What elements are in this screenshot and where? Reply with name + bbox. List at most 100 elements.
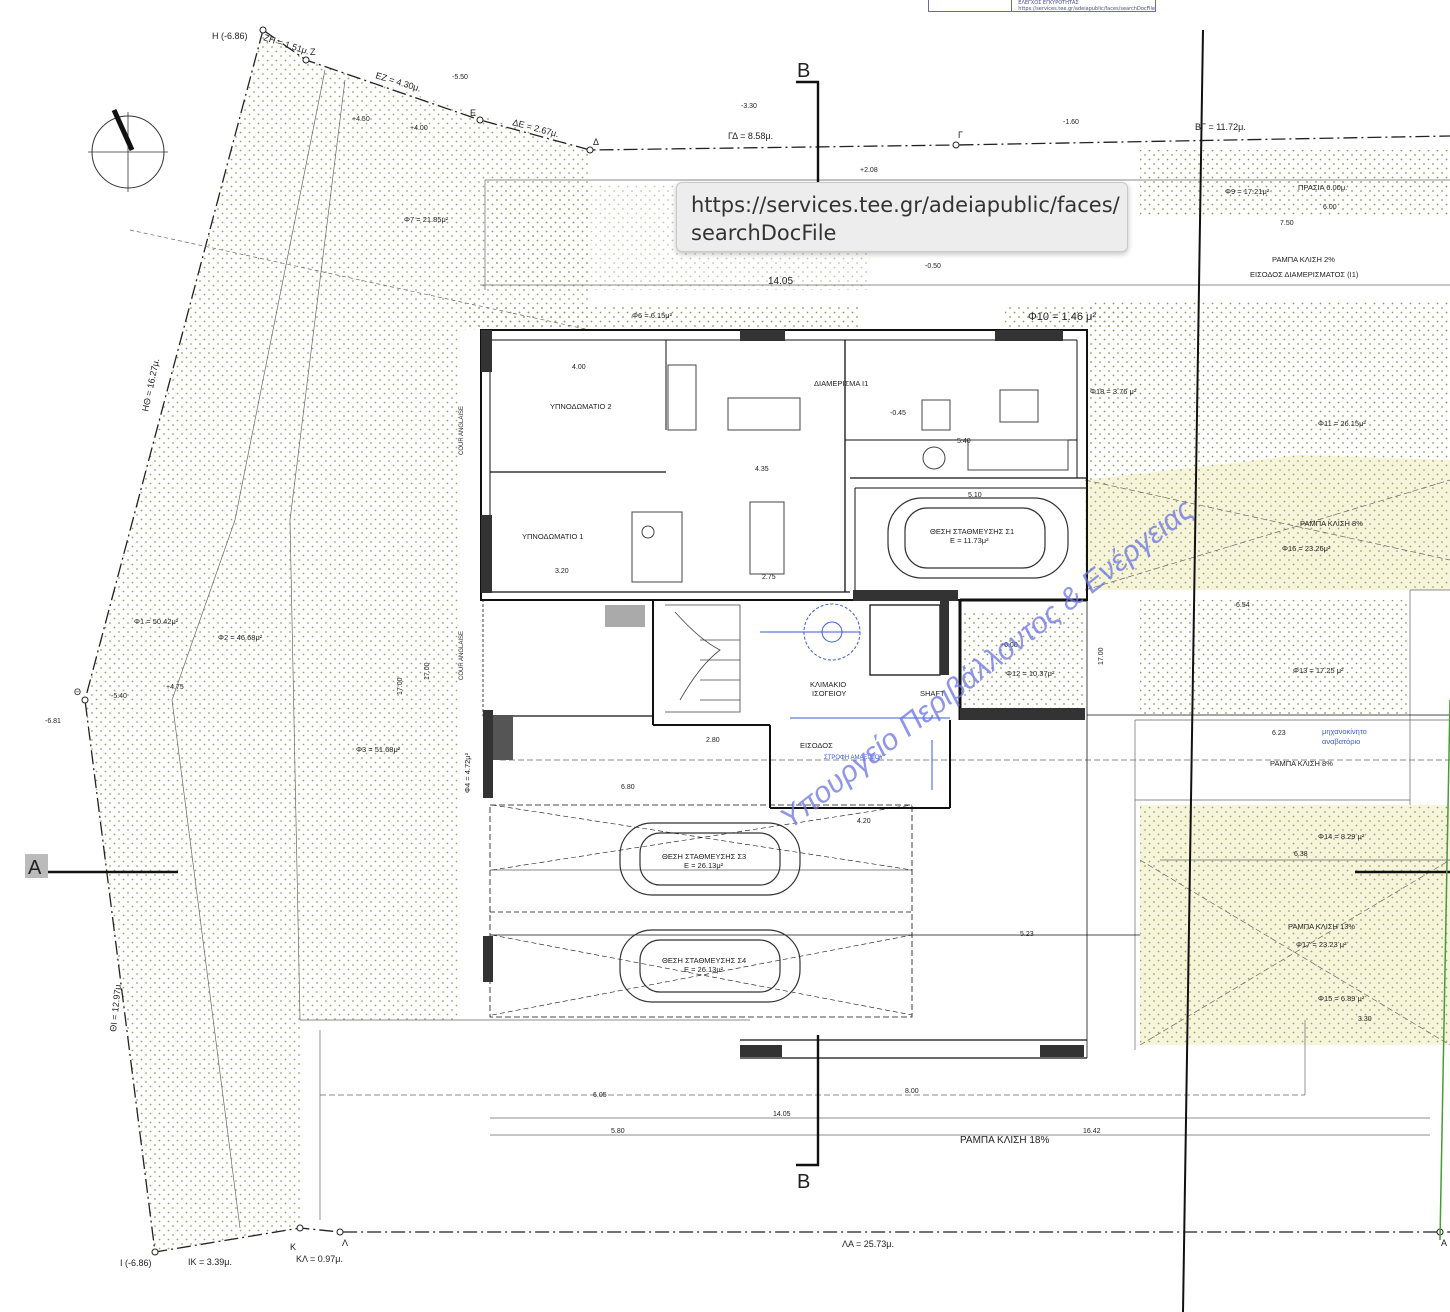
room-bedroom-2: ΥΠΝΟΔΩΜΑΤΙΟ 2: [550, 402, 612, 411]
area-f3: Φ3 = 51.68μ²: [356, 745, 401, 754]
tooltip-line-2: searchDocFile: [691, 221, 837, 245]
section-b-bottom: B: [797, 1171, 810, 1193]
label-ik: ΙΚ = 3.39μ.: [188, 1257, 232, 1267]
car-icon-s1: [887, 497, 1069, 579]
label-ramp-8a: ΡΑΜΠΑ ΚΛΙΣΗ 8%: [1300, 519, 1363, 528]
stamp-left-cell: [929, 0, 1013, 11]
room-bedroom-1: ΥΠΝΟΔΩΜΑΤΙΟ 1: [522, 532, 584, 541]
label-bg: ΒΓ = 11.72μ.: [1195, 122, 1246, 132]
kitchen-island: [727, 397, 801, 431]
label-court-2: COUR ANGLAISE: [459, 631, 465, 680]
coffee-table: [922, 446, 946, 470]
zone-f14: [1140, 805, 1450, 860]
green-edge-line: [1439, 699, 1450, 1241]
label-ramp-8b: ΡΑΜΠΑ ΚΛΙΣΗ 8%: [1270, 759, 1333, 768]
building-walls: [480, 329, 1450, 1059]
stamp-line-1: ΕΛΕΓΧΟΣ ΕΓΚΥΡΟΤΗΤΑΣ: [1018, 0, 1079, 6]
level-p000: +0.00: [1000, 642, 1018, 649]
dim-3-20: 3.20: [555, 568, 569, 575]
dining-table: [749, 501, 785, 575]
staircase: [665, 604, 741, 713]
dim-2-80: 2.80: [706, 737, 720, 744]
area-f15: Φ15 = 6.89 μ²: [1318, 994, 1365, 1003]
area-labels: Φ1 = 50.42μ² Φ2 = 46.68μ² Φ3 = 51.68μ² Φ…: [134, 187, 1366, 1003]
dim-17-00-a: 17.00: [397, 677, 404, 695]
section-letters: B B A: [25, 60, 810, 1193]
area-f13: Φ13 = 17.25 μ²: [1293, 666, 1344, 675]
label-a: Α: [1441, 1238, 1447, 1248]
zone-f12: [960, 612, 1085, 710]
bathroom: [631, 511, 683, 583]
label-i: Ι (-6.86): [120, 1258, 152, 1268]
dim-5-80: 5.80: [611, 1128, 625, 1135]
level-labels: -5.50 -3.30 -1.60 +4.50 +4.00 +2.08 -0.5…: [45, 74, 1079, 725]
car-icons: [619, 497, 1069, 1003]
label-lift-1: μηχανοκίνητο: [1322, 727, 1367, 736]
label-z: Ζ: [310, 47, 316, 57]
construction-lines: [129, 69, 1450, 1229]
zone-f6: [462, 305, 860, 328]
label-prasia: ΠΡΑΣΙΑ 6.00μ.: [1298, 183, 1347, 192]
kitchen-counter: [667, 364, 697, 431]
area-f12: Φ12 = 10.37μ²: [1006, 669, 1055, 678]
parking-s3: ΘΕΣΗ ΣΤΑΘΜΕΥΣΗΣ Σ3: [662, 852, 746, 861]
dim-7-50: 7.50: [1280, 220, 1294, 227]
level-m550: -5.50: [452, 74, 468, 81]
label-theta: Θ: [74, 687, 81, 697]
dim-6-23: 6.23: [1272, 730, 1286, 737]
area-f6: Φ6 = 6.15μ²: [632, 311, 673, 320]
parking-s1: ΘΕΣΗ ΣΤΑΘΜΕΥΣΗΣ Σ1: [930, 527, 1014, 536]
label-kl: ΚΛ = 0.97μ.: [296, 1254, 343, 1264]
area-f4: Φ4 = 4.72μ²: [463, 752, 472, 793]
dim-6-05: 6.05: [593, 1092, 607, 1099]
label-d: Δ: [593, 137, 599, 147]
level-m330: -3.30: [741, 103, 757, 110]
label-entry-apartment: ΕΙΣΟΔΟΣ ΔΙΑΜΕΡΙΣΜΑΤΟΣ (Ι1): [1250, 270, 1359, 279]
label-h: Η (-6.86): [212, 31, 248, 41]
label-lift-2: αναβατόριο: [1322, 737, 1360, 746]
level-p400: +4.00: [410, 125, 428, 132]
dim-3-30: 3.30: [1358, 1016, 1372, 1023]
tv-unit: [999, 389, 1039, 423]
dim-14-05-top: 14.05: [768, 276, 793, 287]
level-m045: -0.45: [890, 410, 906, 417]
car-icon-s3: [619, 822, 801, 896]
dim-14-05-bottom: 14.05: [773, 1111, 791, 1118]
area-f1: Φ1 = 50.42μ²: [134, 617, 179, 626]
sofa: [967, 439, 1069, 471]
zone-north-east: [1140, 150, 1450, 215]
label-lift-note: ΣΤΡΟΦΗ ΑΜΑΞΙΔΙΟΥ: [824, 755, 883, 761]
area-f9: Φ9 = 17.21μ²: [1225, 187, 1270, 196]
room-shaft: SHAFT: [920, 689, 945, 698]
level-m540: -5.40: [111, 693, 127, 700]
url-tooltip: https://services.tee.gr/adeiapublic/face…: [676, 182, 1128, 252]
dim-5-40: 5.40: [957, 438, 971, 445]
level-p450: +4.50: [352, 116, 370, 123]
label-thetai: ΘΙ = 12.97μ.: [108, 981, 123, 1032]
zone-f10: [1005, 305, 1135, 328]
dim-4-00: 4.00: [572, 364, 586, 371]
level-m681: -6.81: [45, 718, 61, 725]
parking-s3-area: Ε = 26.13μ²: [684, 861, 724, 870]
section-a-box: [25, 854, 48, 878]
area-f10: Φ10 = 1.46 μ²: [1028, 311, 1096, 323]
area-f2: Φ2 = 46.68μ²: [218, 633, 263, 642]
zone-f13: [1140, 600, 1410, 715]
wall-blocks: [481, 330, 1085, 1057]
stamp-line-2: https://services.tee.gr/adeiapublic/face…: [1018, 6, 1155, 12]
dim-8-00: 8.00: [905, 1088, 919, 1095]
property-boundary: [84, 29, 1450, 1253]
dim-6-38: 6.38: [1294, 851, 1308, 858]
label-la: ΛΑ = 25.73μ.: [842, 1239, 894, 1249]
dim-17-00-c: 17.00: [1098, 647, 1105, 665]
zone-east: [1090, 300, 1450, 480]
dim-2-75: 2.75: [762, 574, 776, 581]
dim-5-23: 5.23: [1020, 931, 1034, 938]
label-gd: ΓΔ = 8.58μ.: [728, 131, 773, 141]
label-ramp-18: ΡΑΜΠΑ ΚΛΙΣΗ 18%: [960, 1135, 1049, 1146]
label-e: Ε: [470, 108, 476, 118]
dim-4-20: 4.20: [857, 818, 871, 825]
dim-16-42: 16.42: [1083, 1128, 1101, 1135]
section-b-top: B: [797, 60, 810, 82]
